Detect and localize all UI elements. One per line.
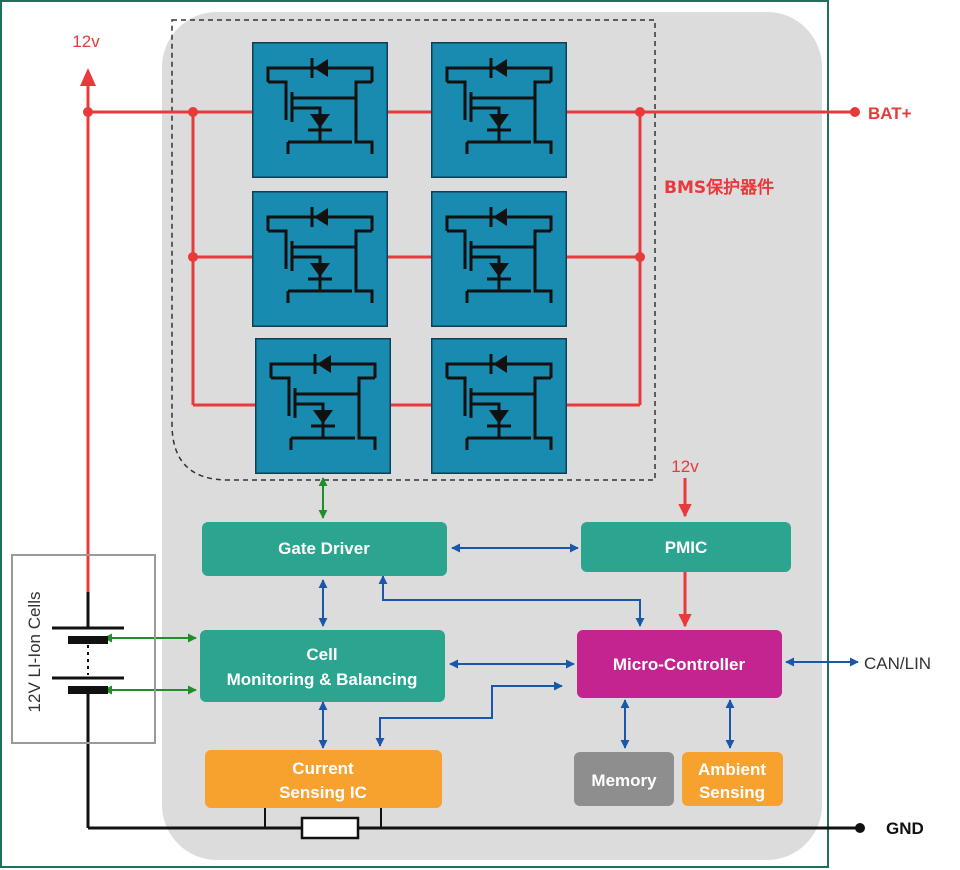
pmic-block [581,522,791,572]
gnd-label: GND [886,819,924,838]
mosfet-5 [255,338,391,474]
mosfet-group-outline [171,19,656,481]
cell-monitoring-label-2: Monitoring & Balancing [227,670,418,689]
mosfet-3 [252,191,388,327]
can-lin-label: CAN/LIN [864,654,931,673]
v12-top-label: 12v [72,32,100,51]
current-sensing-block [205,750,442,808]
cells-label: 12V LI-Ion Cells [25,592,44,713]
cell-monitoring-block [200,630,445,702]
gate-driver-block [202,522,447,576]
junction-dots [83,107,860,262]
bat-plus-label: BAT+ [868,104,912,123]
gate-driver-label: Gate Driver [278,539,370,558]
battery-symbol [52,592,124,694]
gnd-dot [855,823,865,833]
bms-devices-label: BMS保护器件 [664,177,774,198]
cells-box [11,554,156,744]
current-sensing-label-1: Current [292,759,354,778]
cell-monitoring-label-1: Cell [306,645,337,664]
v12-up-arrow [80,68,96,86]
pmic-label: PMIC [665,538,708,557]
shunt-resistor [300,816,360,840]
mosfet-6 [431,338,567,474]
signal-arrows [318,543,859,749]
green-arrows [103,477,328,695]
memory-label: Memory [591,771,657,790]
current-sensing-label-2: Sensing IC [279,783,367,802]
mosfet-1 [252,42,388,178]
ambient-label-2: Sensing [699,783,765,802]
ambient-label-1: Ambient [698,760,766,779]
ambient-sensing-block [682,752,783,806]
ground-line [86,692,858,830]
micro-controller-label: Micro-Controller [613,655,746,674]
mosfet-4 [431,191,567,327]
micro-controller-block [577,630,782,698]
mosfet-2 [431,42,567,178]
outer-frame [0,0,829,868]
memory-block [574,752,674,806]
v12-pmic-label: 12v [671,457,699,476]
